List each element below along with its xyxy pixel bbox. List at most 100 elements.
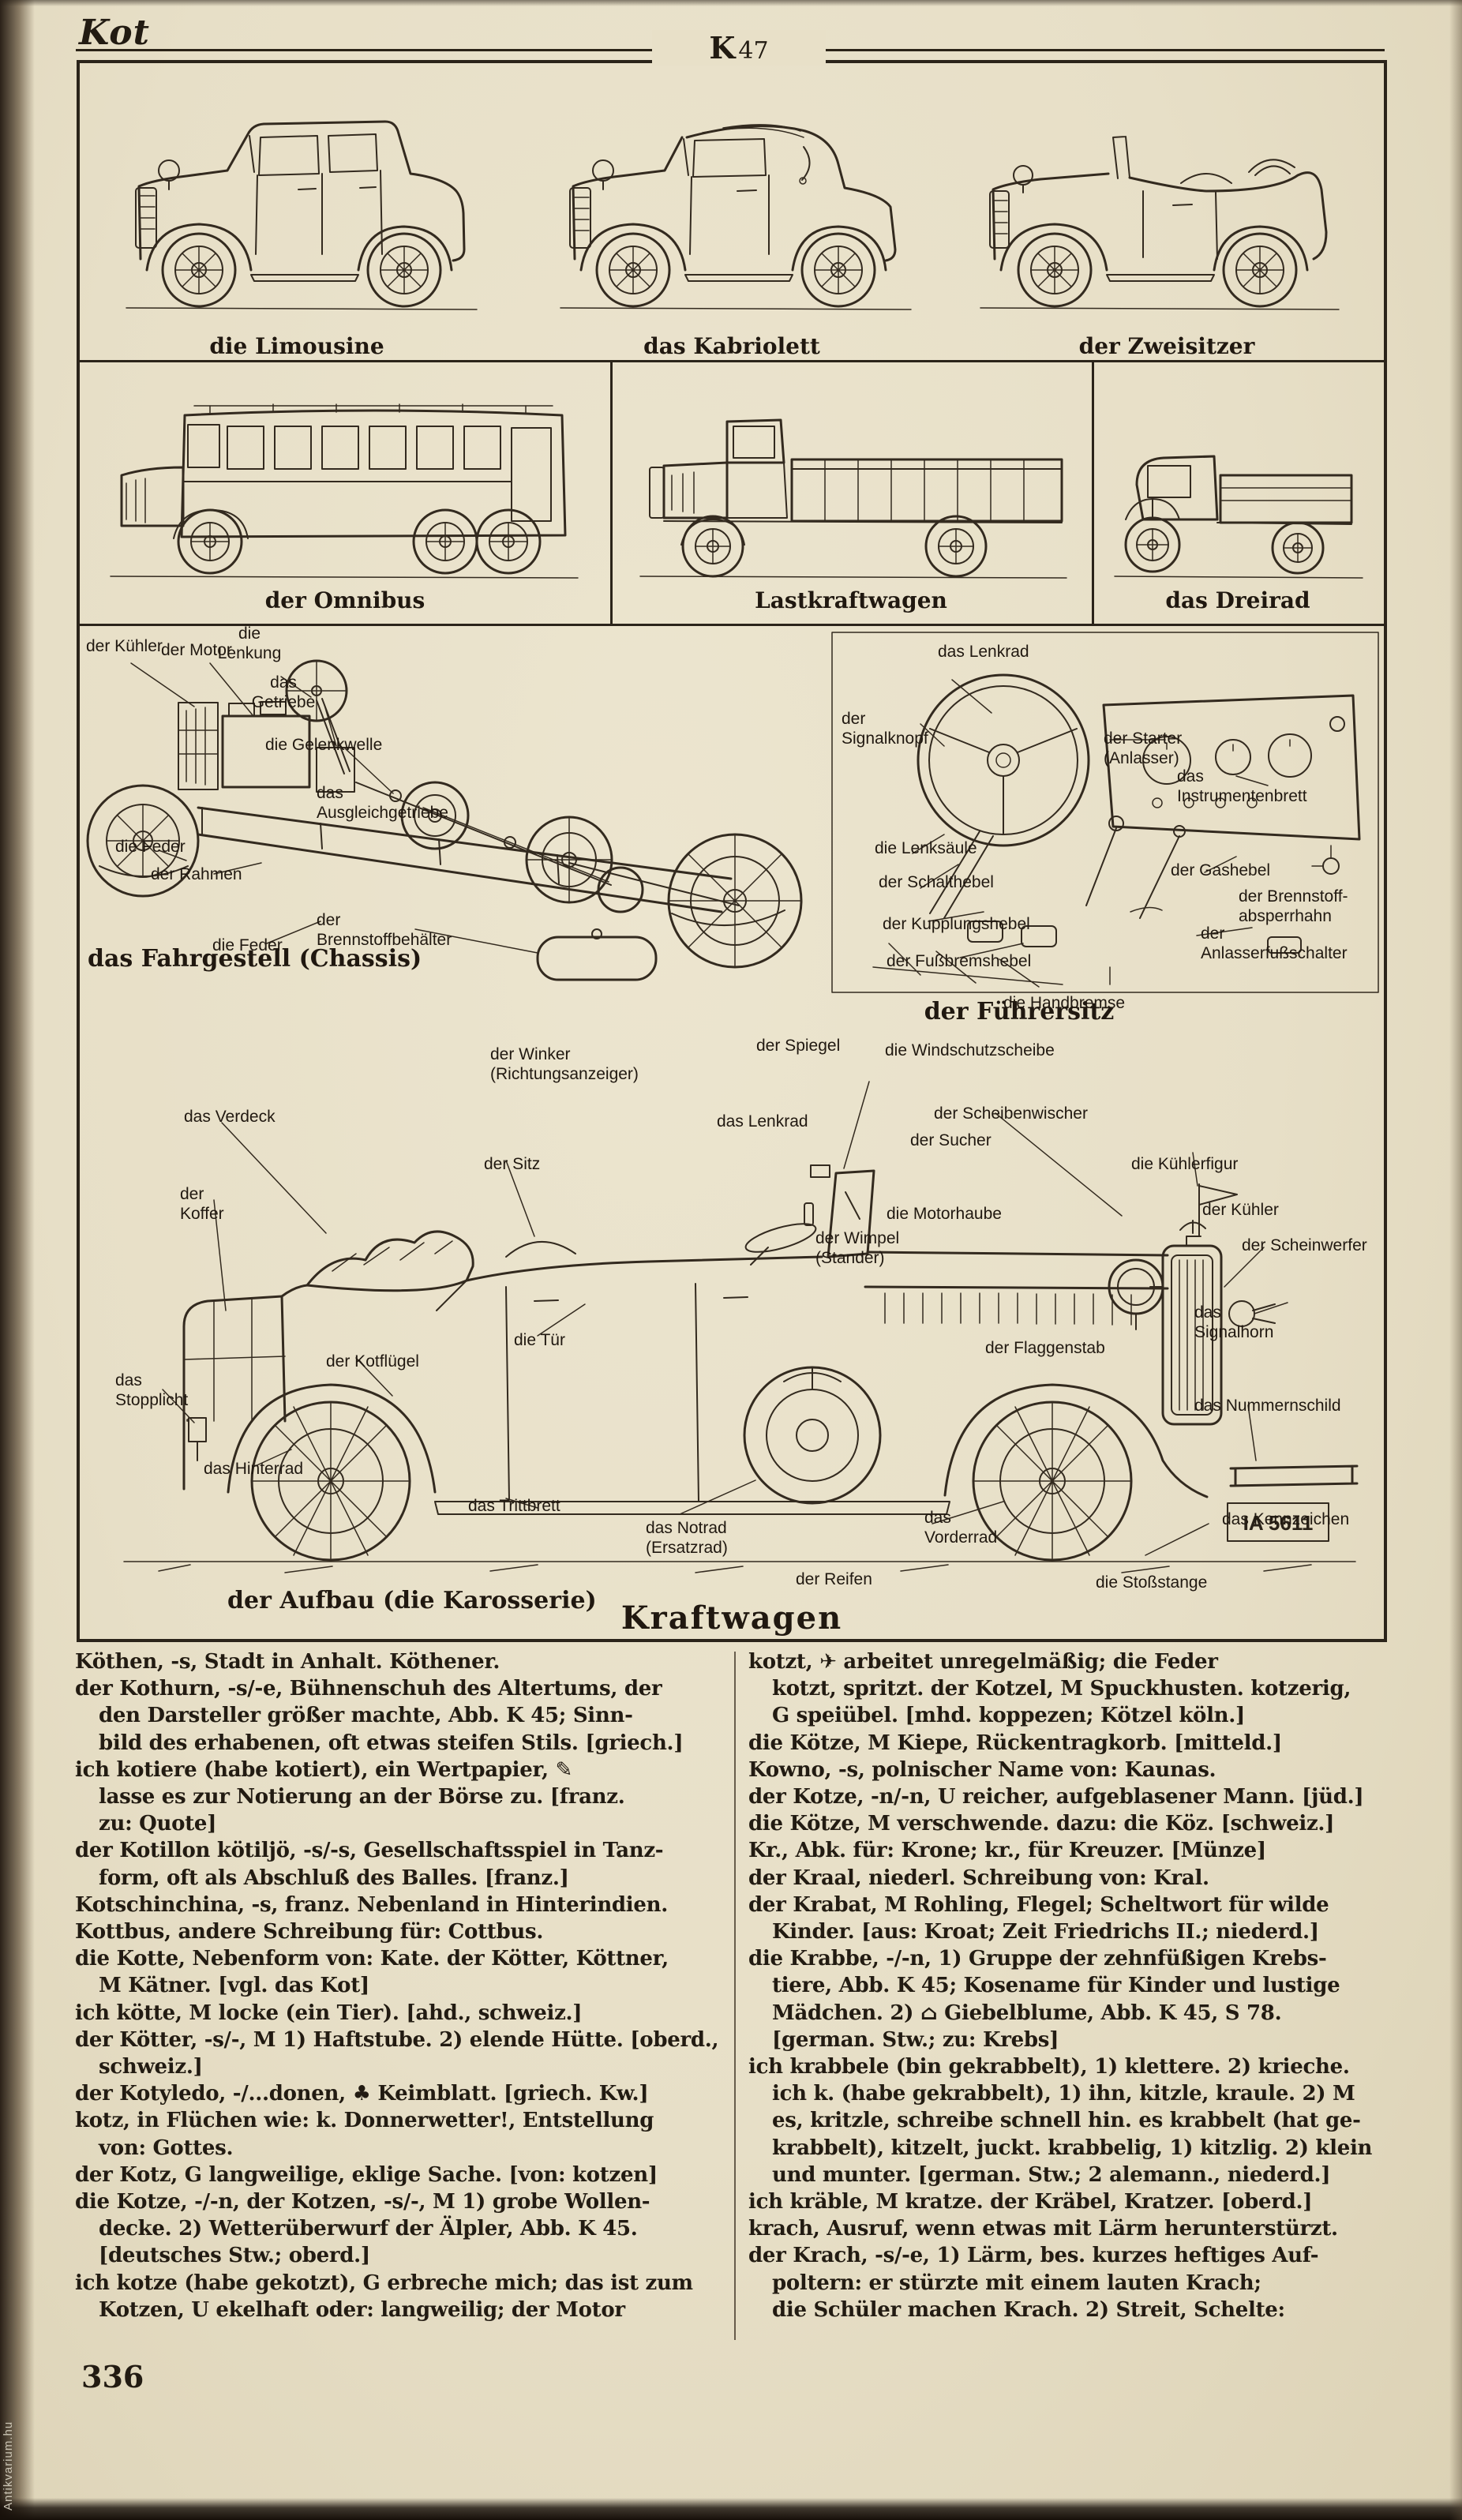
figure-divider — [1092, 362, 1094, 624]
figure-callout-label: das Instrumentenbrett — [1177, 767, 1307, 806]
figure-callout-label: die Motorhaube — [887, 1205, 1002, 1223]
dictionary-line: der Kothurn, -s/-e, Bühnenschuh des Alte… — [75, 1677, 662, 1701]
figure-callout-label: die Tür — [514, 1331, 565, 1349]
figure-callout-label: die Lenksäule — [875, 839, 977, 857]
figure-callout-label: der Starter (Anlasser) — [1104, 729, 1183, 768]
figure-callout-label: der Scheibenwischer — [934, 1104, 1088, 1123]
dictionary-line: Kotschinchina, -s, franz. Nebenland in H… — [75, 1892, 668, 1917]
figure-callout-label: der Kotflügel — [326, 1352, 419, 1371]
column-rule — [734, 1652, 736, 2340]
page-bottom-shadow — [0, 2498, 1462, 2520]
figure-callout-label: das Getriebe — [251, 673, 316, 712]
dictionary-line: Kowno, -s, polnischer Name von: Kaunas. — [748, 1757, 1216, 1782]
figure-callout-label: das Vorderrad — [924, 1509, 998, 1547]
figure-callout-label: der Spiegel — [756, 1037, 841, 1055]
dictionary-line: die Schüler machen Krach. 2) Streit, Sch… — [772, 2297, 1285, 2322]
zweisitzer-illustration — [980, 136, 1340, 310]
figure-callout-label: der Sucher — [910, 1131, 992, 1149]
dictionary-line: die Kotze, -/-n, der Kotzen, -s/-, M 1) … — [75, 2190, 650, 2214]
figure-caption: das Fahrgestell (Chassis) — [88, 945, 422, 973]
figure-callout-label: der Koffer — [180, 1185, 224, 1224]
running-head-catchword: Kot — [79, 13, 150, 53]
dictionary-line: der Kötter, -s/-, M 1) Haftstube. 2) ele… — [75, 2027, 719, 2052]
figure-callout-label: die Windschutzscheibe — [885, 1041, 1055, 1059]
dreirad-illustration — [1114, 455, 1363, 579]
license-plate-text: IA 5611 — [1243, 1511, 1314, 1535]
omnibus-illustration — [110, 403, 579, 579]
dictionary-line: der Kotyledo, -/...donen, ♣ Keimblatt. [… — [75, 2082, 649, 2106]
dictionary-line: kotz, in Flüchen wie: k. Donnerwetter!, … — [75, 2109, 654, 2133]
dictionary-line: krach, Ausruf, wenn etwas mit Lärm herun… — [748, 2217, 1338, 2241]
lastkraftwagen-illustration — [639, 418, 1067, 579]
dictionary-line: tiere, Abb. K 45; Kosename für Kinder un… — [772, 1974, 1340, 1998]
dictionary-line: der Krabat, M Rohling, Flegel; Scheltwor… — [748, 1892, 1329, 1917]
figure-labels-layer: die Limousine das Kabriolett der Zweisitze… — [80, 63, 1384, 1639]
dictionary-line: der Krach, -s/-e, 1) Lärm, bes. kurzes h… — [748, 2244, 1319, 2268]
vehicle-type-label: das Dreirad — [1165, 587, 1310, 613]
fuehrersitz-illustration — [831, 632, 1379, 993]
dictionary-line: kotzt, spritzt. der Kotzel, M Spuckhuste… — [772, 1677, 1351, 1701]
figure-callout-label: der Flaggenstab — [985, 1339, 1105, 1357]
dictionary-line: die Kötze, M verschwende. dazu: die Köz.… — [748, 1812, 1335, 1836]
page-top-shadow — [0, 0, 1462, 6]
figure-callout-label: das Notrad (Ersatzrad) — [646, 1519, 728, 1558]
figure-callout-label: die Lenkung — [217, 624, 282, 663]
figure-callout-label: der Winker (Richtungsanzeiger) — [490, 1045, 639, 1084]
figure-callout-label: das Nummernschild — [1194, 1397, 1341, 1415]
page-number: 336 — [81, 2359, 144, 2394]
dictionary-line: schweiz.] — [99, 2055, 203, 2079]
figure-main-caption: Kraftwagen — [620, 1599, 843, 1637]
dictionary-line: ich kötte, M locke (ein Tier). [ahd., sc… — [75, 2001, 583, 2025]
aufbau-illustration: IA 5611 — [123, 1081, 1359, 1573]
dictionary-line: und munter. [german. Stw.; 2 alemann., n… — [772, 2162, 1331, 2187]
dictionary-line: Mädchen. 2) ⌂ Giebelblume, Abb. K 45, S … — [772, 2001, 1282, 2025]
vehicle-type-label: die Limousine — [209, 333, 384, 359]
dictionary-line: der Kotze, -n/-n, U reicher, aufgeblasen… — [748, 1785, 1364, 1809]
vehicle-type-label: Lastkraftwagen — [755, 587, 947, 613]
figure-callout-label: die Gelenkwelle — [265, 736, 383, 754]
dictionary-line: Kr., Abk. für: Krone; kr., für Kreuzer. … — [748, 1839, 1266, 1863]
dictionary-line: Kinder. [aus: Kroat; Zeit Friedrichs II.… — [772, 1920, 1319, 1944]
figure-callout-label: das Hinterrad — [204, 1460, 304, 1478]
dictionary-right-column: kotzt, ✈ arbeitet unregelmäßig; die Fede… — [748, 1648, 1394, 2323]
dictionary-line: form, oft als Abschluß des Balles. [fran… — [99, 1866, 569, 1890]
figure-divider — [80, 624, 1384, 626]
figure-callout-label: der Kühler — [1202, 1201, 1279, 1219]
dictionary-line: Kottbus, andere Schreibung für: Cottbus. — [75, 1920, 544, 1944]
book-spine-shadow — [0, 0, 35, 2520]
dictionary-line: ich kotiere (habe kotiert), ein Wertpapi… — [75, 1757, 572, 1782]
dictionary-line: decke. 2) Wetterüberwurf der Älpler, Abb… — [99, 2217, 638, 2241]
figure-callout-label: die Stoßstange — [1096, 1573, 1208, 1592]
figure-divider — [610, 362, 613, 624]
figure-callout-label: der Rahmen — [151, 865, 242, 883]
figure-callout-label: das Trittbrett — [468, 1497, 560, 1515]
kabriolett-illustration — [560, 124, 912, 310]
figure-divider — [80, 360, 1384, 362]
figure-plate: IA 5611 die Limousine das Kabriolett der Z… — [77, 60, 1387, 1642]
fahrgestell-illustration — [86, 659, 803, 981]
vehicle-type-label: der Zweisitzer — [1078, 333, 1255, 359]
dictionary-line: ich kräble, M kratze. der Kräbel, Kratze… — [748, 2190, 1313, 2214]
figure-callout-label: der Fußbremshebel — [887, 952, 1032, 970]
dictionary-line: der Kraal, niederl. Schreibung von: Kral… — [748, 1866, 1209, 1890]
limousine-illustration — [126, 120, 478, 310]
figure-callout-label: der Gashebel — [1171, 861, 1271, 879]
dictionary-line: poltern: er stürzte mit einem lauten Kra… — [772, 2271, 1261, 2295]
figure-callout-label: das Kennzeichen — [1222, 1510, 1350, 1528]
figure-callout-label: der Brennstoff- absperrhahn — [1239, 887, 1348, 926]
dictionary-line: bild des erhabenen, oft etwas steifen St… — [99, 1731, 684, 1755]
figure-callout-label: das Signalhorn — [1194, 1303, 1274, 1342]
page-right-shadow — [1449, 0, 1462, 2520]
vehicle-type-label: das Kabriolett — [643, 333, 820, 359]
dictionary-line: der Kotz, G langweilige, eklige Sache. [… — [75, 2162, 658, 2187]
figure-callout-label: der Motor — [161, 641, 232, 659]
figure-callout-label: das Verdeck — [184, 1108, 276, 1126]
dictionary-line: es, kritzle, schreibe schnell hin. es kr… — [772, 2109, 1361, 2133]
figure-callout-label: der Anlasserfußschalter — [1201, 924, 1348, 963]
dictionary-line: Köthen, -s, Stadt in Anhalt. Köthener. — [75, 1650, 500, 1674]
figure-callout-label: der Scheinwerfer — [1242, 1236, 1367, 1254]
dictionary-line: der Kotillon kötiljö, -s/-s, Gesellschaf… — [75, 1839, 664, 1863]
figure-callout-label: die Handbremse — [1003, 994, 1126, 1012]
dictionary-line: den Darsteller größer machte, Abb. K 45;… — [99, 1704, 633, 1728]
